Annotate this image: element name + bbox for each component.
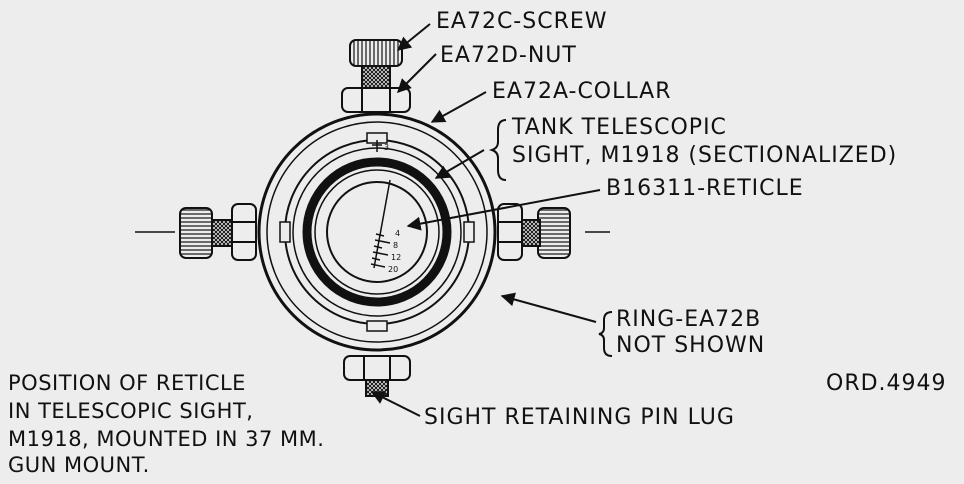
label-ring-line1: RING-EA72B [616,307,761,332]
reticle-top-mark: 3 [384,143,389,152]
leader-lines [370,23,601,417]
reticle-mark: 4 [395,229,400,238]
bottom-nut [343,355,411,381]
caption-line2: IN TELESCOPIC SIGHT, [8,399,253,423]
left-screw [179,207,235,259]
caption-line1: POSITION OF RETICLE [8,371,246,395]
braces [488,119,613,357]
label-collar: EA72A-COLLAR [492,79,671,104]
label-telescope-line1: TANK TELESCOPIC [511,115,727,140]
left-nut [231,203,257,261]
label-screw: EA72C-SCREW [436,9,608,34]
reticle-mark: 8 [393,241,398,250]
caption-line4: GUN MOUNT. [8,453,150,477]
label-reticle: B16311-RETICLE [606,176,804,201]
label-pin-lug: SIGHT RETAINING PIN LUG [424,405,735,430]
ord-number: ORD.4949 [826,371,947,396]
label-nut: EA72D-NUT [440,43,577,68]
reticle-mark: 12 [391,253,401,262]
top-screw [349,39,403,89]
reticle-scale [370,140,391,269]
label-ring-line2: NOT SHOWN [616,333,765,358]
right-nut [497,203,523,261]
right-screw [517,207,571,259]
reticle-mark: 20 [388,265,398,274]
caption-line3: M1918, MOUNTED IN 37 MM. [8,427,324,451]
collar-lugs [279,132,475,332]
label-telescope-line2: SIGHT, M1918 (SECTIONALIZED) [512,143,897,168]
